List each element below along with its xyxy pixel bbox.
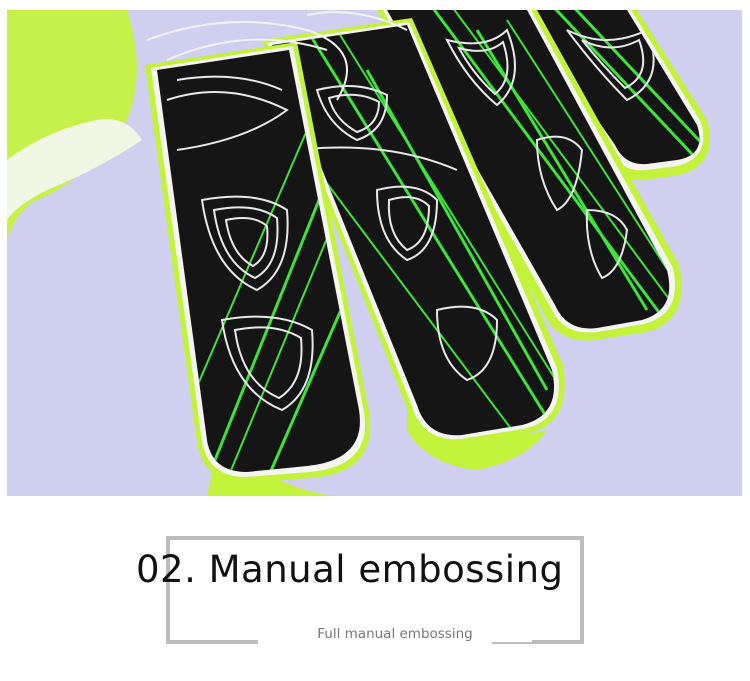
glove-fingers-illustration xyxy=(7,10,742,496)
frame-left-line xyxy=(166,536,170,644)
frame-right-line xyxy=(580,536,584,644)
product-photo xyxy=(7,10,742,496)
section-subtitle: Full manual embossing xyxy=(258,626,532,642)
section-title: 02. Manual embossing xyxy=(136,548,564,591)
frame-bottom-left-line xyxy=(166,640,258,644)
frame-top-line xyxy=(166,536,584,540)
caption-frame xyxy=(166,536,584,644)
frame-bottom-right-line xyxy=(492,640,584,644)
